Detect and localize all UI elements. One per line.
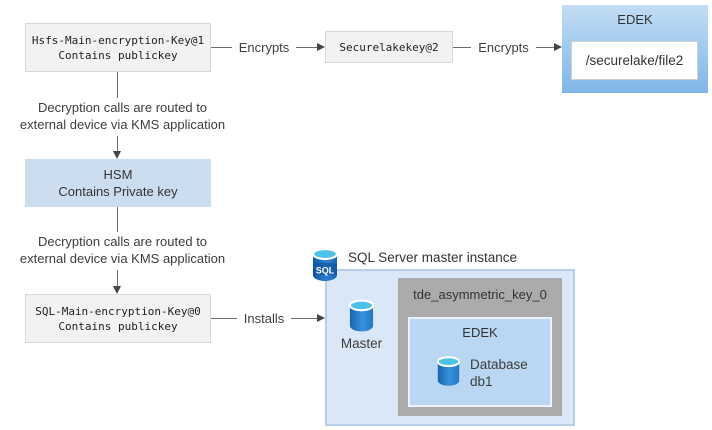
hsm-box: HSM Contains Private key	[25, 159, 211, 207]
arrow-sqlkey-to-instance: Installs	[211, 307, 325, 329]
kms-note-1: Decryption calls are routed to external …	[0, 99, 245, 133]
arrow-line	[211, 46, 232, 48]
db1-label-line2: db1	[470, 374, 493, 389]
arrow-line	[291, 317, 317, 319]
arrow-line	[296, 46, 318, 48]
sql-icon-text: SQL	[316, 266, 335, 276]
hsm-title: HSM	[103, 167, 133, 182]
securelake-file-path: /securelake/file2	[585, 53, 684, 68]
hsfs-key-name: Hsfs-Main-encryption-Key@1	[31, 33, 205, 47]
securelakekey-name: Securelakekey@2	[339, 40, 439, 54]
encrypts-label-1: Encrypts	[238, 39, 290, 55]
arrowhead-right-icon	[554, 43, 563, 51]
sql-server-instance-title: SQL Server master instance	[348, 250, 518, 265]
hsfs-main-encryption-key-box: Hsfs-Main-encryption-Key@1 Contains publ…	[25, 23, 211, 72]
kms-note-2-line1: Decryption calls are routed to	[37, 234, 208, 249]
sql-main-encryption-key-box: SQL-Main-encryption-Key@0 Contains publi…	[25, 294, 211, 343]
db1-label-line1: Database	[470, 357, 528, 372]
db1-label: Database db1	[470, 356, 528, 390]
hsfs-key-subtitle: Contains publickey	[58, 48, 178, 62]
arrow-line	[211, 317, 237, 319]
arrow-line	[453, 46, 472, 48]
kms-note-2-line2: external device via KMS application	[19, 251, 226, 266]
securelakekey-box: Securelakekey@2	[325, 31, 453, 63]
master-database-label: Master	[340, 336, 383, 351]
arrow-securelake-to-edek: Encrypts	[453, 36, 563, 58]
arrow-hsfs-to-securelake: Encrypts	[211, 36, 326, 58]
sql-key-subtitle: Contains publickey	[58, 319, 178, 333]
tde-asymmetric-key-box: tde_asymmetric_key_0 EDEK	[398, 278, 562, 416]
hsm-subtitle: Contains Private key	[58, 184, 178, 199]
arrow-line	[535, 46, 555, 48]
kms-note-1-line1: Decryption calls are routed to	[37, 100, 208, 115]
flow-line	[117, 270, 118, 287]
master-database-icon	[348, 299, 375, 333]
kms-note-2: Decryption calls are routed to external …	[0, 233, 245, 267]
arrowhead-down-icon	[113, 286, 121, 294]
installs-label: Installs	[243, 310, 285, 326]
tde-asymmetric-key-label: tde_asymmetric_key_0	[413, 287, 547, 302]
edek-title: EDEK	[617, 12, 653, 27]
sql-key-name: SQL-Main-encryption-Key@0	[35, 304, 201, 318]
arrowhead-right-icon	[317, 43, 326, 51]
sql-server-icon: SQL	[311, 247, 339, 282]
arrowhead-right-icon	[317, 314, 325, 322]
arrowhead-down-icon	[113, 151, 121, 159]
db1-database-icon	[436, 356, 461, 392]
inner-edek-label: EDEK	[462, 325, 498, 340]
inner-edek-box: EDEK Database db1	[408, 317, 552, 407]
flow-line	[117, 207, 118, 232]
encrypts-label-2: Encrypts	[478, 39, 529, 55]
edek-file-box: EDEK /securelake/file2	[562, 5, 708, 93]
database-db1-row: Database db1	[436, 356, 528, 392]
flow-line	[117, 136, 118, 152]
securelake-file-path-box: /securelake/file2	[571, 41, 698, 80]
flow-line	[117, 72, 118, 98]
kms-note-1-line2: external device via KMS application	[19, 117, 226, 132]
